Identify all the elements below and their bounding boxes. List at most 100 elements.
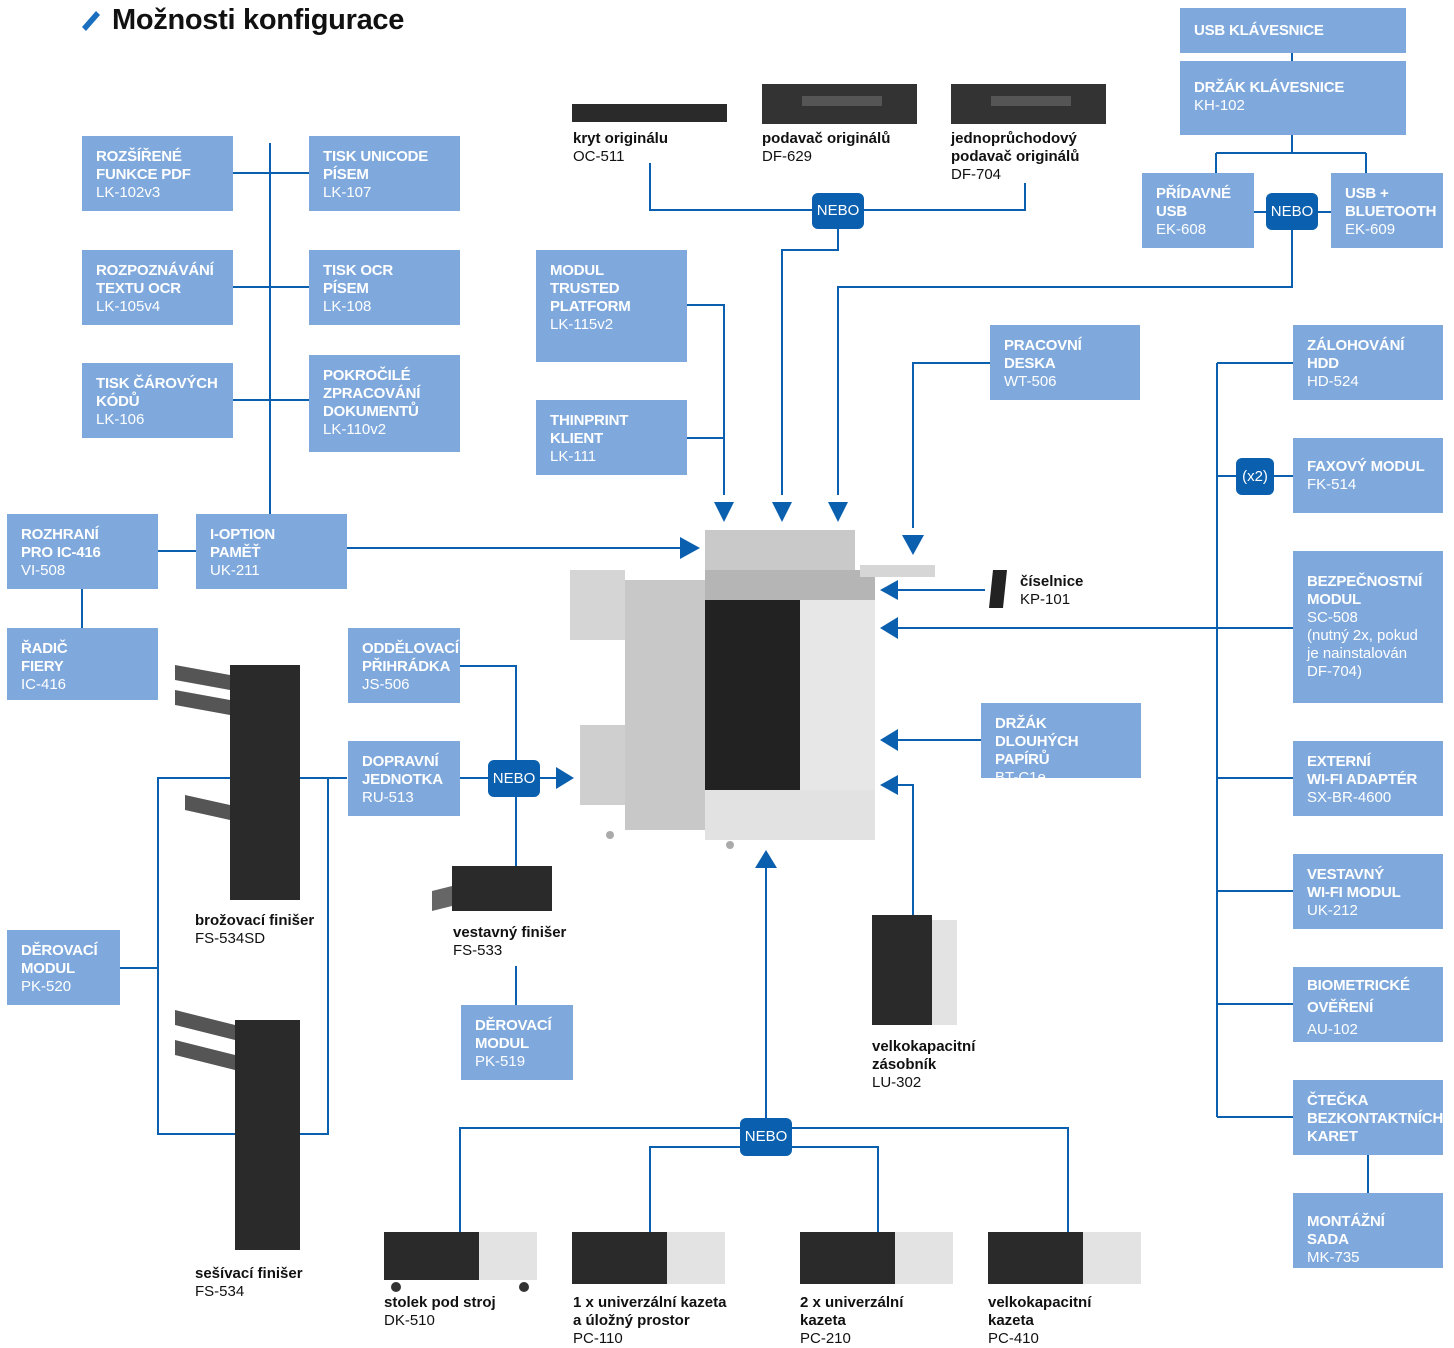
option-box-btc1e: Držák dlouhých papírůBT-C1e [981,703,1141,786]
df704-image [951,84,1106,124]
option-box-lk108: Tisk OCR písemLK-108 [309,250,460,325]
option-name: Rozpoznávání textu OCR [96,262,214,297]
option-box-usbkb: USB klávesnice [1180,8,1406,53]
nebo-badge-finisher: NEBO [488,760,540,797]
caption-code: PC-210 [800,1330,851,1347]
option-name: Rozhraní pro IC-416 [21,526,101,561]
option-box-pk520: Děrovací modulPK-520 [7,930,120,1005]
option-code: LK-111 [550,448,597,465]
option-code: RU-513 [362,789,414,806]
option-code: JS-506 [362,676,410,693]
option-name: Modul Trusted Platform [550,262,631,315]
option-code: LK-105v4 [96,298,161,315]
kp101-image [989,570,1007,608]
option-box-au102: Biometrické ověřeníAU-102 [1293,967,1443,1042]
option-code: PK-520 [21,978,72,995]
option-name: Vestavný Wi-Fi modul [1307,866,1401,901]
x2-badge: (x2) [1236,458,1274,495]
title-marker-icon [82,10,100,31]
option-name: Zálohování HDD [1307,337,1405,372]
caption-name: brožovací finišer [195,912,315,929]
option-code: EK-608 [1156,221,1207,238]
caption-code: FS-534SD [195,930,266,947]
main-mfp-image [570,530,935,849]
option-code: SX-BR-4600 [1307,789,1392,806]
nebo-badge-top: NEBO [812,193,864,229]
option-code: IC-416 [21,676,67,693]
option-name: Externí Wi-Fi adaptér [1307,753,1418,788]
option-box-fk514: Faxový modulFK-514 [1293,438,1443,513]
option-name: Tisk Unicode písem [323,148,429,183]
option-code: VI-508 [21,562,66,579]
option-box-ru513: Dopravní jednotkaRU-513 [348,741,460,816]
option-code: LK-115v2 [550,316,614,333]
option-code: EK-609 [1345,221,1396,238]
option-code: UK-211 [210,562,260,579]
caption-name: kryt originálu [573,130,669,147]
option-name: ThinPrint klient [550,412,629,447]
pc210-image [800,1232,953,1284]
caption-code: LU-302 [872,1074,922,1091]
option-box-ic416: Řadič FieryIC-416 [7,628,158,700]
option-name: Faxový modul [1307,458,1425,475]
caption-name: 1 x univerzální kazeta a úložný prostor [573,1294,727,1329]
option-code: LK-107 [323,184,372,201]
option-code: HD-524 [1307,373,1359,390]
option-name: Tisk OCR písem [323,262,394,297]
pc110-image [572,1232,725,1284]
nebo-badge-usb: NEBO [1266,193,1318,230]
option-name: Děrovací modul [21,942,98,977]
option-code: WT-506 [1004,373,1057,390]
option-name: Pracovní deska [1004,337,1082,372]
option-box-ek609: USB + BluetoothEK-609 [1331,173,1443,248]
fs533-image [432,866,552,911]
caption-code: FS-534 [195,1283,245,1300]
caption-name: velkokapacitní zásobník [872,1038,976,1073]
option-code: LK-102v3 [96,184,161,201]
option-name: Bezpečnostní modul [1307,573,1423,608]
caption-code: DK-510 [384,1312,435,1329]
caption-name: stolek pod stroj [384,1294,496,1311]
option-name: USB klávesnice [1194,22,1324,39]
option-code: FK-514 [1307,476,1357,493]
option-code: LK-110v2 [323,421,387,438]
option-box-uk212: Vestavný Wi-Fi modulUK-212 [1293,854,1443,929]
option-box-lk106: Tisk čárových kódůLK-106 [82,363,233,438]
option-box-lk107: Tisk Unicode písemLK-107 [309,136,460,211]
caption-code: OC-511 [573,148,625,165]
fs534sd-image [175,665,300,900]
page-title: Možnosti konfigurace [82,4,404,37]
option-code: AU-102 [1307,1021,1358,1038]
option-name: Oddělovací přihrádka [362,640,459,675]
caption-code: FS-533 [453,942,503,959]
caption-name: podavač originálů [762,130,891,147]
option-name: Řadič Fiery [21,640,68,675]
caption-name: vestavný finišer [453,924,567,941]
option-name: Dopravní jednotka [362,753,443,788]
option-code: UK-212 [1307,902,1358,919]
option-name: Rozšířené funkce PDF [96,148,191,183]
option-code: PK-519 [475,1053,526,1070]
caption-name: 2 x univerzální kazeta [800,1294,904,1329]
option-box-sc508: Bezpečnostní modulSC-508 (nutný 2x, poku… [1293,551,1443,703]
option-box-mk735: Montážní sadaMK-735 [1293,1193,1443,1268]
nebo-badge-bottom: NEBO [740,1118,792,1156]
option-name: Držák klávesnice [1194,79,1345,96]
oc511-image [572,104,727,122]
option-name: i-Option paměť [210,526,276,561]
df629-image [762,84,917,124]
